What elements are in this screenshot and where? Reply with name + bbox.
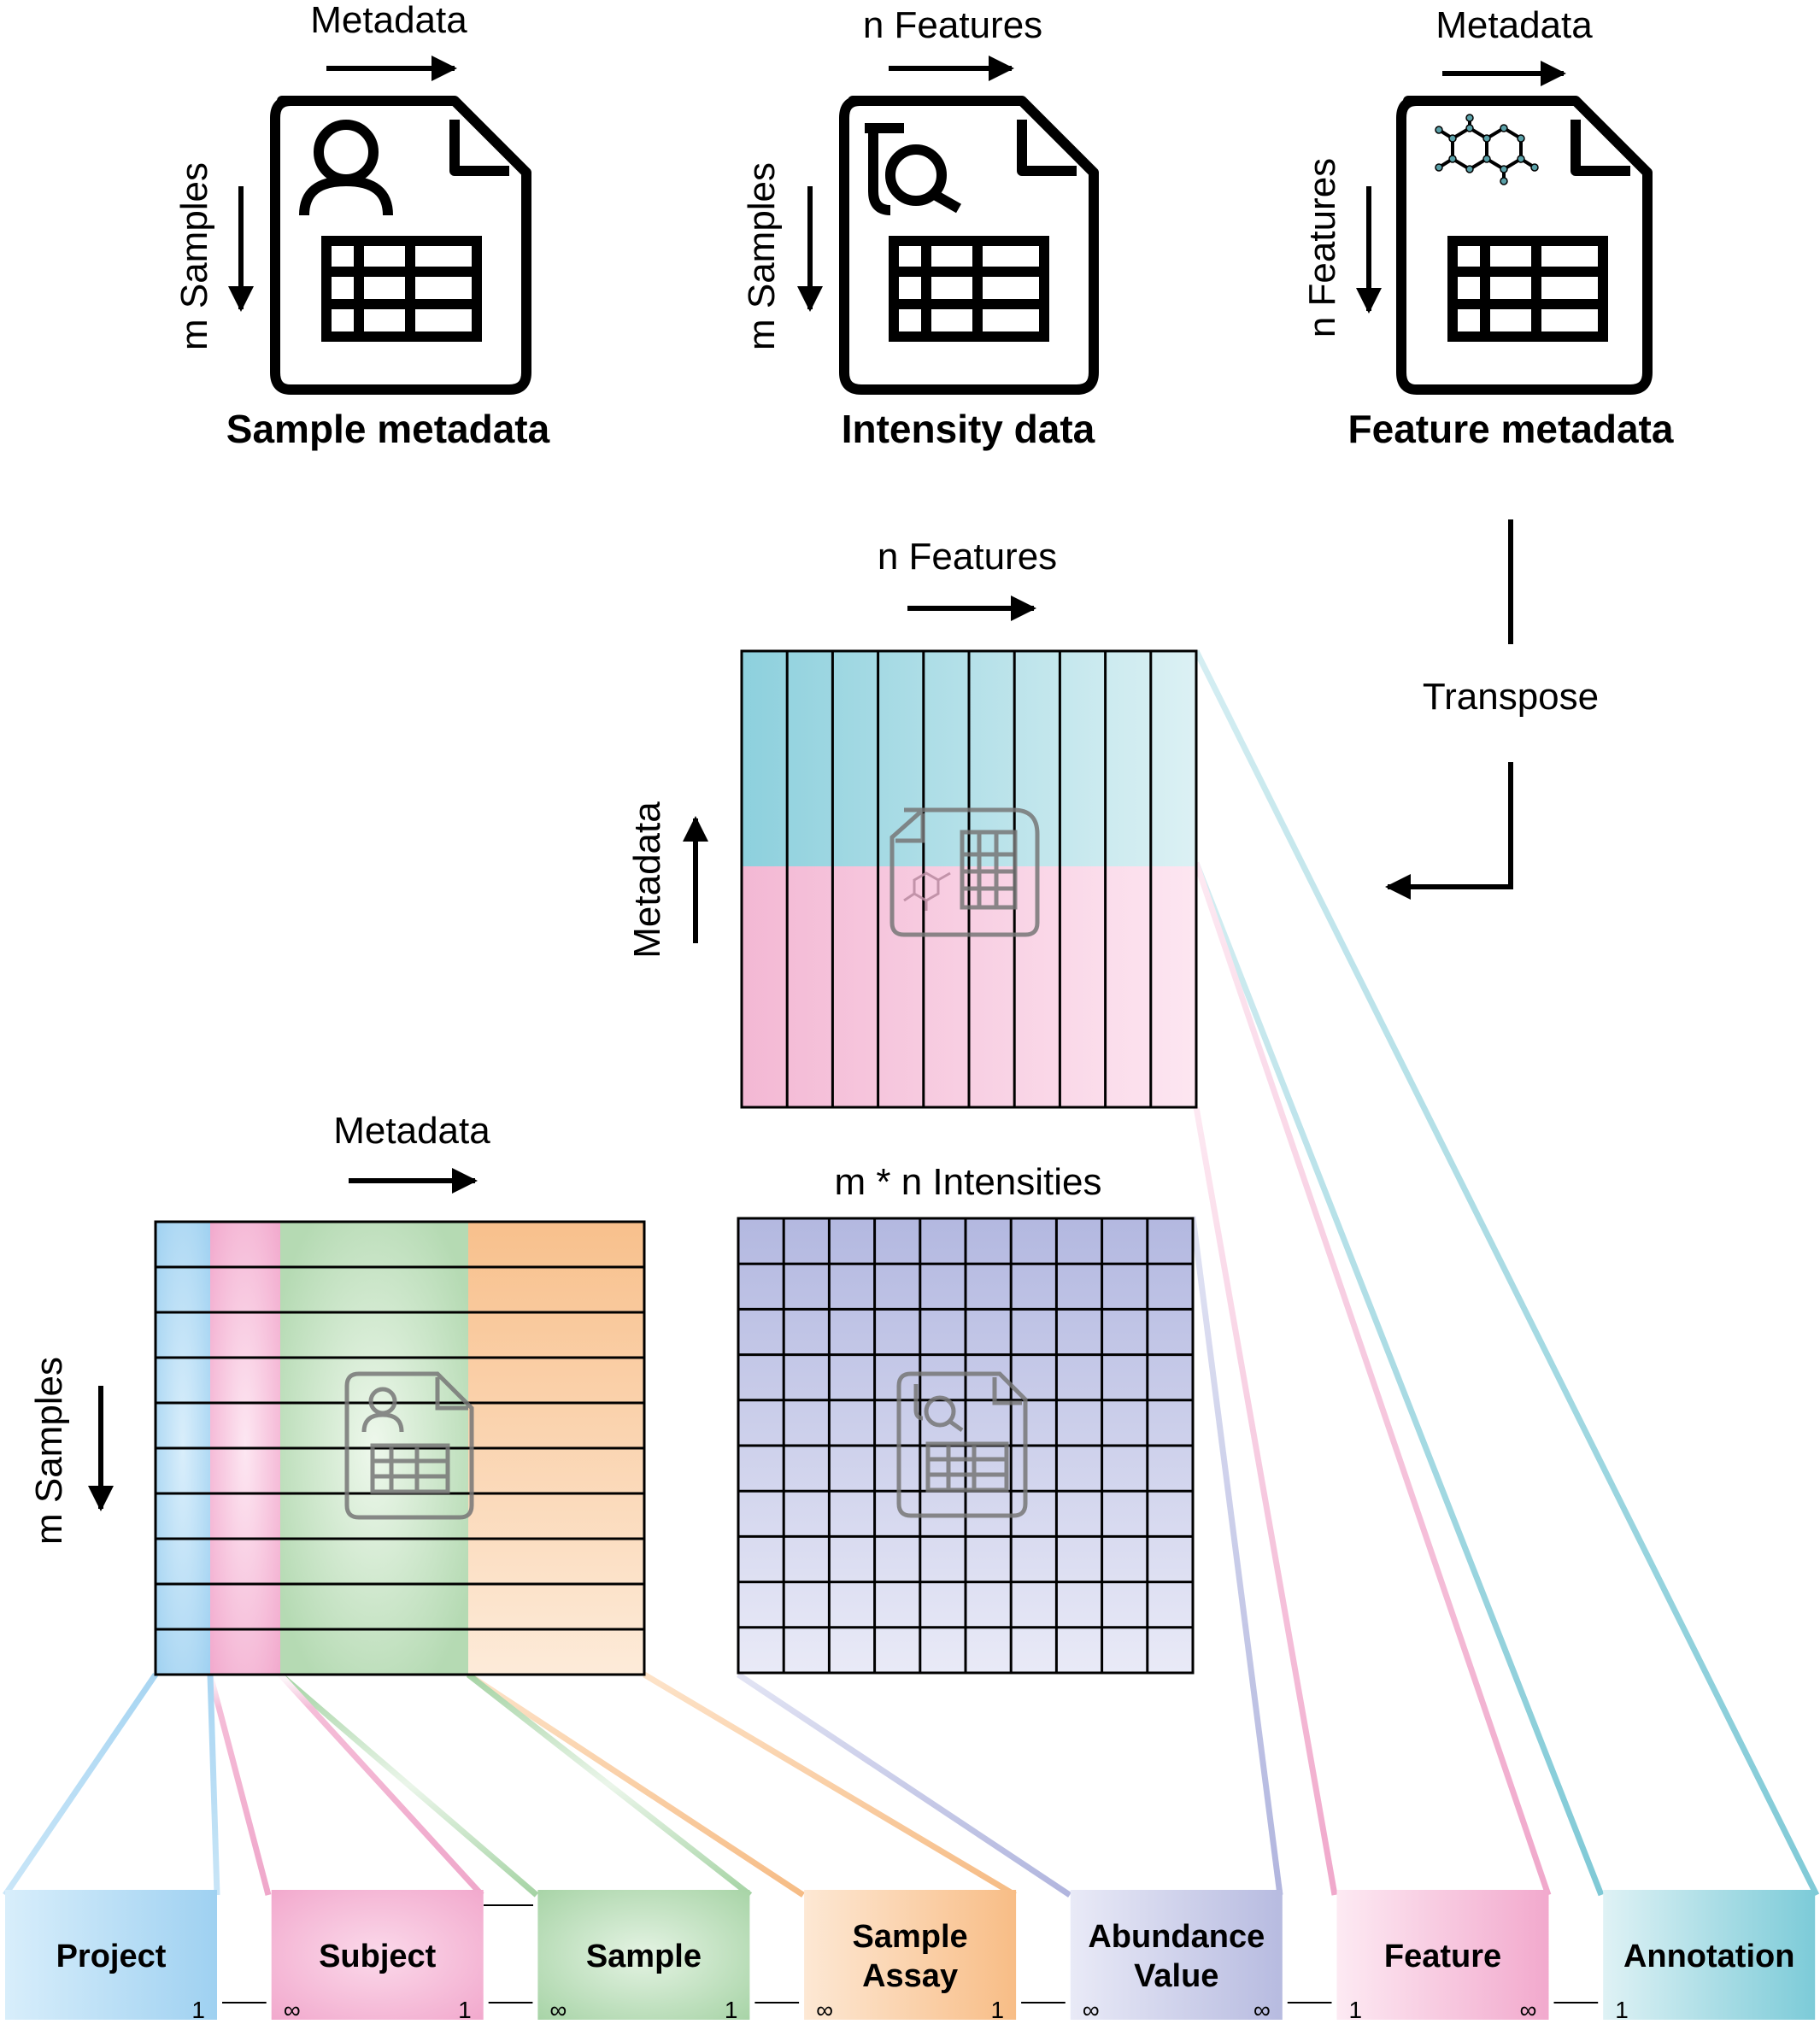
feature-file-top-axis-label: Metadata <box>1435 4 1593 46</box>
entity-label: Value <box>1134 1958 1218 1994</box>
sample-connector-left <box>278 1672 539 1898</box>
entity-sample: Sample <box>537 1890 750 2020</box>
entity-label: Project <box>56 1939 167 1974</box>
abundance-connector-left <box>737 1672 1071 1898</box>
entity-subject: Subject <box>271 1890 484 2020</box>
intensity-file-top-axis-label: n Features <box>863 4 1042 46</box>
assay-connector-right <box>643 1671 1017 1898</box>
project-connector-right <box>207 1674 220 1896</box>
table-icon <box>1447 236 1608 342</box>
table-icon <box>889 236 1049 342</box>
cardinality-left: 1 <box>991 1997 1005 2023</box>
feature-file-watermark-icon <box>889 807 1040 937</box>
feature-metadata-matrix: n Features Metadata <box>626 536 1198 1109</box>
entity-box <box>804 1890 1017 2020</box>
annotation-connector-right <box>1193 649 1820 1897</box>
entity-label: Sample <box>586 1939 702 1974</box>
feature-file-side-axis-label: n Features <box>1301 158 1343 337</box>
entity-box <box>5 1890 217 2020</box>
entity-feature: Feature <box>1336 1890 1549 2020</box>
cardinality-right: ∞ <box>549 1997 567 2023</box>
transpose-label: Transpose <box>1423 676 1599 718</box>
cardinality-left: 1 <box>725 1997 738 2023</box>
feature-connector-right <box>1193 861 1552 1897</box>
cardinality-right: ∞ <box>816 1997 833 2023</box>
cardinality-right: ∞ <box>1083 1997 1100 2023</box>
sample-file-side-axis-label: m Samples <box>173 162 215 350</box>
sample-matrix-grid <box>154 1220 646 1676</box>
cardinality-right: ∞ <box>284 1997 301 2023</box>
intensity-file-side-axis-label: m Samples <box>741 162 783 350</box>
person-icon <box>299 120 393 216</box>
intensity-file-title: Intensity data <box>842 407 1095 451</box>
entity-label: Subject <box>319 1939 437 1974</box>
intensity-file-watermark-icon <box>896 1371 1028 1518</box>
entity-label: Assay <box>862 1958 958 1994</box>
document-icon <box>839 96 1099 395</box>
cardinality-right: 1 <box>1615 1997 1629 2023</box>
cardinality-left: ∞ <box>1253 1997 1271 2023</box>
cardinality-left: 1 <box>458 1997 472 2023</box>
abundance-connector-right <box>1189 1216 1283 1896</box>
intensity-matrix: m * n Intensities <box>737 1161 1195 1675</box>
cardinality-left: ∞ <box>1520 1997 1537 2023</box>
relation-abundance-value-feature: ∞1 <box>1253 1997 1362 2023</box>
transpose-arrow <box>1385 762 1513 900</box>
entity-annotation: Annotation <box>1603 1890 1816 2020</box>
sample-file-top-axis-label: Metadata <box>310 0 467 41</box>
annotation-connector-left <box>1193 861 1605 1897</box>
sample-metadata-file: Metadata m Samples Sample metadata <box>173 0 550 451</box>
sample-matrix-top-axis-label: Metadata <box>333 1110 490 1152</box>
sample-file-title: Sample metadata <box>226 407 550 451</box>
project-connector-left <box>3 1673 158 1897</box>
table-icon <box>321 236 482 342</box>
sample-metadata-matrix: Metadata m Samples <box>28 1110 646 1676</box>
feature-file-title: Feature metadata <box>1348 407 1674 451</box>
sample-file-watermark-icon <box>344 1371 474 1520</box>
molecule-icon <box>1435 114 1539 185</box>
assay-connector-left <box>467 1672 805 1898</box>
feature-connector-left <box>1193 1106 1338 1896</box>
entity-box <box>271 1890 484 2020</box>
sample-matrix-side-axis-label: m Samples <box>28 1357 70 1545</box>
feature-matrix-grid <box>740 649 1198 1109</box>
intensity-matrix-label: m * n Intensities <box>834 1161 1101 1203</box>
transpose-flow: Transpose <box>1385 519 1599 900</box>
entity-box <box>1603 1890 1816 2020</box>
connector-lines <box>3 649 1820 1898</box>
relation-project-subject: 1∞ <box>191 1997 300 2023</box>
relation-sample-sample-assay: 1∞ <box>725 1997 833 2023</box>
entity-label: Feature <box>1384 1939 1501 1974</box>
relation-sample-assay-abundance-value: 1∞ <box>991 1997 1100 2023</box>
relation-feature-annotation: ∞1 <box>1520 1997 1629 2023</box>
entity-box <box>1070 1890 1283 2020</box>
document-icon <box>1396 96 1653 395</box>
document-icon <box>270 96 531 395</box>
subject-connector-right <box>278 1672 484 1898</box>
entity-box <box>1336 1890 1549 2020</box>
cardinality-left: 1 <box>191 1997 205 2023</box>
flask-magnifier-icon <box>865 123 961 215</box>
cardinality-right: 1 <box>1349 1997 1363 2023</box>
sample-connector-right <box>466 1672 753 1898</box>
feature-matrix-top-axis-label: n Features <box>878 536 1057 578</box>
relation-subject-sample: 1∞ <box>458 1997 567 2023</box>
intensity-data-file: n Features m Samples Intensity data <box>741 4 1099 451</box>
subject-connector-left <box>207 1674 272 1896</box>
entity-label: Abundance <box>1088 1919 1265 1955</box>
feature-matrix-side-axis-label: Metadata <box>626 801 668 959</box>
entity-label: Sample <box>853 1919 968 1955</box>
entity-box <box>537 1890 750 2020</box>
entity-label: Annotation <box>1623 1939 1795 1974</box>
entity-project: Project <box>5 1890 217 2020</box>
feature-metadata-file: Metadata n Features Feature metadata <box>1301 4 1674 451</box>
